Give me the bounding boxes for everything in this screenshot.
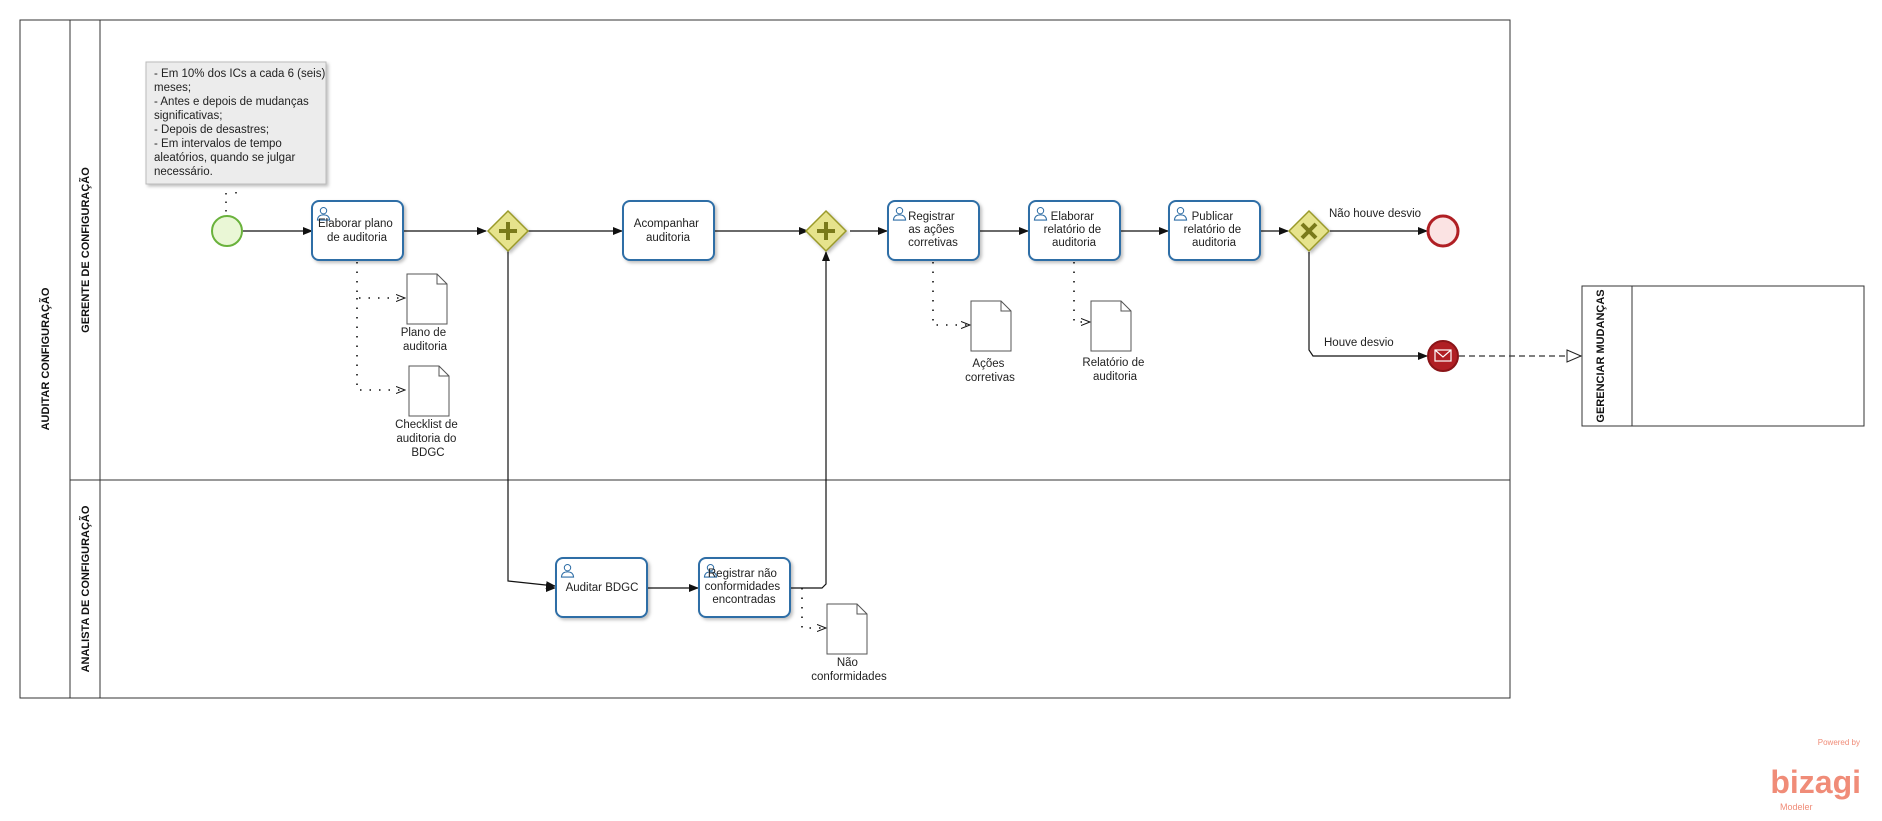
data-object-label: Não conformidades bbox=[811, 657, 887, 683]
flow-label-nao-houve: Não houve desvio bbox=[1329, 208, 1421, 220]
task-auditar-bdgc[interactable] bbox=[555, 557, 648, 618]
svg-text:Modeler: Modeler bbox=[1780, 802, 1813, 812]
sequence-flows bbox=[243, 227, 1428, 592]
data-object-label: Ações corretivas bbox=[965, 358, 1015, 384]
lane-label-analista: ANALISTA DE CONFIGURAÇÃO bbox=[79, 505, 92, 672]
pool-label: AUDITAR CONFIGURAÇÃO bbox=[39, 287, 52, 430]
task-acompanhar[interactable] bbox=[622, 200, 715, 261]
assoc-relatorio bbox=[1073, 262, 1090, 322]
svg-text:Powered by: Powered by bbox=[1818, 738, 1860, 747]
assoc-plano bbox=[356, 262, 405, 298]
svg-text:bizagi: bizagi bbox=[1770, 764, 1861, 800]
text-annotation: - Em 10% dos ICs a cada 6 (seis) meses; … bbox=[145, 61, 329, 215]
external-pool-label: GERENCIAR MUDANÇAS bbox=[1595, 289, 1607, 422]
task-label: Registrar não conformidades encontradas bbox=[705, 568, 784, 606]
task-registrar-nao-conformidades[interactable] bbox=[698, 557, 791, 618]
data-object-label: Relatório de auditoria bbox=[1082, 357, 1147, 383]
end-event[interactable] bbox=[1426, 214, 1460, 248]
data-associations bbox=[356, 262, 1090, 628]
data-object-label: Checklist de auditoria do BDGC bbox=[395, 419, 461, 459]
data-object-label: Plano de auditoria bbox=[401, 327, 450, 353]
task-publicar[interactable] bbox=[1168, 200, 1261, 261]
data-object-relatorio[interactable] bbox=[1090, 300, 1132, 352]
lane-analista: ANALISTA DE CONFIGURAÇÃO bbox=[79, 480, 101, 698]
task-elaborar-plano[interactable] bbox=[311, 200, 404, 261]
data-object-checklist[interactable] bbox=[408, 365, 450, 417]
task-label: Publicar relatório de auditoria bbox=[1184, 211, 1245, 249]
exclusive-gateway[interactable] bbox=[1287, 209, 1331, 253]
data-object-nao-conformidades[interactable] bbox=[826, 603, 868, 655]
task-registrar-acoes[interactable] bbox=[887, 200, 980, 261]
data-object-acoes[interactable] bbox=[970, 300, 1012, 352]
parallel-gateway-join[interactable] bbox=[804, 209, 848, 253]
message-end-event[interactable] bbox=[1427, 340, 1459, 372]
flow-gateway1-to-auditar bbox=[507, 251, 556, 590]
lane-gerente: GERENTE DE CONFIGURAÇÃO bbox=[70, 20, 1510, 481]
flow-label-houve: Houve desvio bbox=[1324, 337, 1394, 349]
task-label: Registrar as ações corretivas bbox=[908, 211, 958, 249]
flow-registrar-nc-to-gateway2 bbox=[789, 251, 830, 589]
assoc-checklist bbox=[356, 298, 405, 390]
task-elaborar-relatorio[interactable] bbox=[1028, 200, 1121, 261]
task-label: Elaborar plano de auditoria bbox=[318, 218, 396, 244]
parallel-gateway-split[interactable] bbox=[486, 209, 530, 253]
annotation-text: - Em 10% dos ICs a cada 6 (seis) meses; … bbox=[154, 68, 329, 178]
flow-houve-desvio bbox=[1308, 252, 1428, 360]
data-object-plano[interactable] bbox=[406, 273, 448, 325]
task-label: Elaborar relatório de auditoria bbox=[1044, 211, 1105, 249]
bizagi-logo: Powered by bizagi Modeler bbox=[1770, 738, 1861, 812]
external-pool-gerenciar-mudancas: GERENCIAR MUDANÇAS bbox=[1581, 285, 1865, 427]
start-event[interactable] bbox=[211, 215, 243, 247]
task-label: Acompanhar auditoria bbox=[634, 218, 702, 244]
lane-label-gerente: GERENTE DE CONFIGURAÇÃO bbox=[79, 167, 92, 333]
task-label: Auditar BDGC bbox=[566, 582, 639, 594]
